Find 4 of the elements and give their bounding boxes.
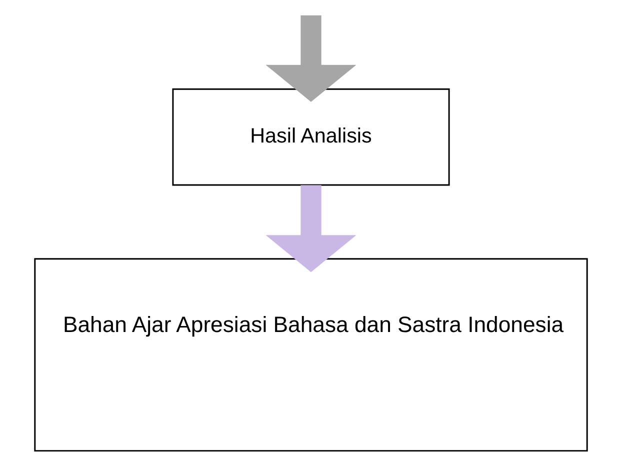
arrow	[266, 185, 356, 272]
node-box: Bahan Ajar Apresiasi Bahasa dan Sastra Indonesia	[34, 258, 588, 452]
node-box: Hasil Analisis	[172, 88, 450, 186]
arrow	[266, 15, 356, 102]
